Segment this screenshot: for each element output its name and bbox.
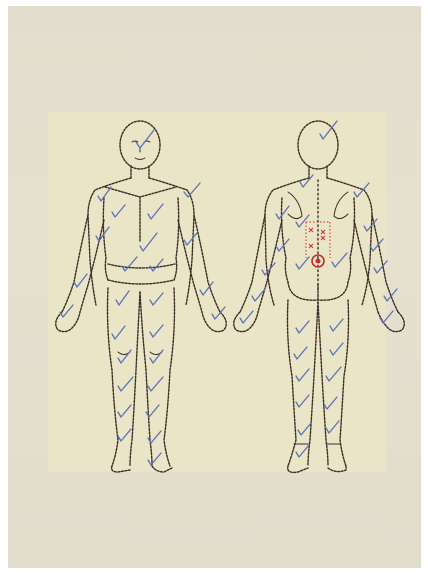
checkmark-icon — [116, 291, 129, 305]
checkmark-icon — [332, 253, 347, 267]
checkmark-icon — [276, 206, 289, 219]
checkmark-icon — [370, 239, 383, 251]
checkmark-icon — [296, 215, 309, 227]
checkmark-icon — [354, 183, 369, 197]
checkmark-icon — [148, 377, 163, 391]
checkmark-icon — [380, 311, 393, 323]
checkmark-icon — [184, 233, 197, 245]
checkmark-icon — [118, 350, 131, 363]
checkmark-icon — [150, 325, 163, 337]
checkmark-icon — [296, 445, 309, 457]
checkmark-icon — [148, 453, 161, 465]
checkmark-icon — [136, 130, 154, 148]
checkmark-icon — [150, 350, 163, 363]
checkmark-icon-group — [60, 121, 397, 465]
checkmark-icon — [150, 293, 163, 305]
checkmark-icon — [148, 204, 163, 219]
checkmark-icon — [326, 367, 341, 381]
checkmark-icon — [296, 369, 309, 381]
checkmark-icon — [320, 121, 337, 139]
checkmark-icon — [112, 326, 125, 339]
human-body-front-icon — [56, 121, 227, 472]
checkmark-icon — [374, 261, 387, 273]
checkmark-icon — [118, 429, 131, 441]
checkmark-icon — [294, 347, 307, 359]
checkmark-icon — [118, 405, 131, 417]
checkmark-icon — [200, 282, 213, 295]
checkmark-icon — [140, 233, 157, 251]
checkmark-icon — [296, 257, 309, 269]
checkmark-icon — [112, 205, 125, 217]
checkmark-icon — [150, 259, 163, 271]
checkmark-icon — [326, 421, 339, 433]
checkmark-icon — [300, 175, 313, 187]
checkmark-icon — [324, 397, 337, 409]
checkmark-icon — [330, 319, 343, 331]
checkmark-icon — [240, 311, 253, 323]
checkmark-icon — [118, 377, 133, 391]
checkmark-icon — [296, 395, 309, 407]
checkmark-icon — [74, 274, 87, 287]
checkmark-icon — [296, 321, 309, 333]
checkmark-icon — [122, 257, 137, 271]
checkmark-icon — [298, 423, 311, 435]
checkmark-icon — [330, 343, 343, 355]
